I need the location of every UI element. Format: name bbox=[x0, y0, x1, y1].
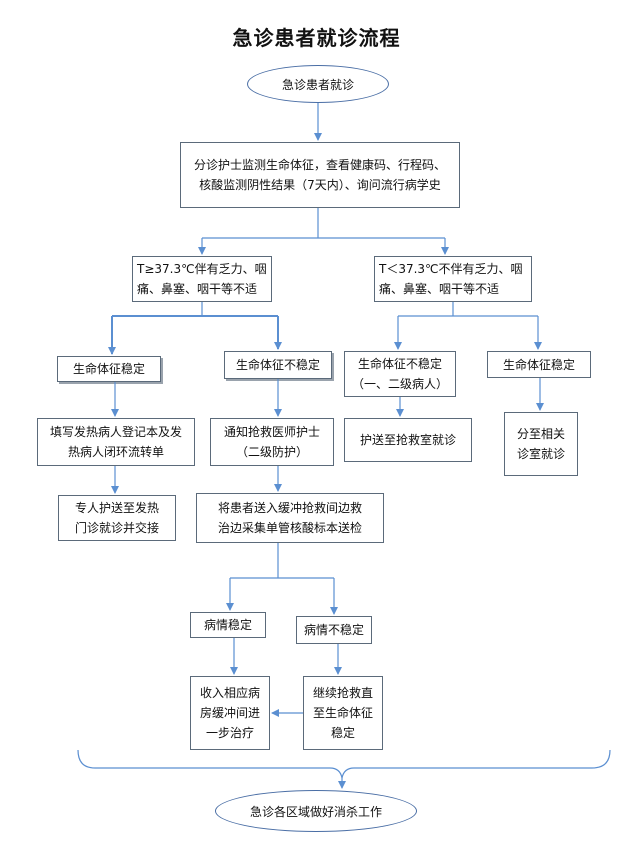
fever-unstable-node: 生命体征不稳定 bbox=[224, 351, 332, 379]
rescue-room-step: 护送至抢救室就诊 bbox=[344, 418, 472, 462]
fever-clinic-step: 专人护送至发热 门诊就诊并交接 bbox=[58, 495, 176, 541]
admit-step: 收入相应病 房缓冲间进 一步治疗 bbox=[190, 676, 270, 750]
fever-branch: T≥37.3℃伴有乏力、咽 痛、鼻塞、咽干等不适 bbox=[132, 256, 272, 302]
triage-step: 分诊护士监测生命体征，查看健康码、行程码、 核酸监测阴性结果（7天内）、询问流行… bbox=[180, 142, 460, 208]
no-fever-branch: T＜37.3℃不伴有乏力、咽 痛、鼻塞、咽干等不适 bbox=[374, 256, 532, 302]
department-step: 分至相关 诊室就诊 bbox=[504, 412, 578, 476]
buffer-rescue-step: 将患者送入缓冲抢救间边救 治边采集单管核酸标本送检 bbox=[196, 493, 384, 543]
start-node: 急诊患者就诊 bbox=[247, 65, 389, 103]
end-node: 急诊各区域做好消杀工作 bbox=[215, 790, 417, 832]
nofever-unstable-node: 生命体征不稳定 （一、二级病人） bbox=[344, 351, 456, 397]
bottom-brace bbox=[77, 749, 611, 779]
condition-unstable-node: 病情不稳定 bbox=[296, 616, 372, 644]
condition-stable-node: 病情稳定 bbox=[190, 612, 266, 638]
register-step: 填写发热病人登记本及发 热病人闭环流转单 bbox=[37, 418, 195, 466]
continue-rescue-step: 继续抢救直 至生命体征 稳定 bbox=[303, 676, 383, 750]
notify-step: 通知抢救医师护士 （二级防护） bbox=[210, 418, 334, 466]
nofever-stable-node: 生命体征稳定 bbox=[487, 351, 591, 378]
fever-stable-node: 生命体征稳定 bbox=[57, 356, 161, 382]
page-title: 急诊患者就诊流程 bbox=[232, 26, 401, 50]
